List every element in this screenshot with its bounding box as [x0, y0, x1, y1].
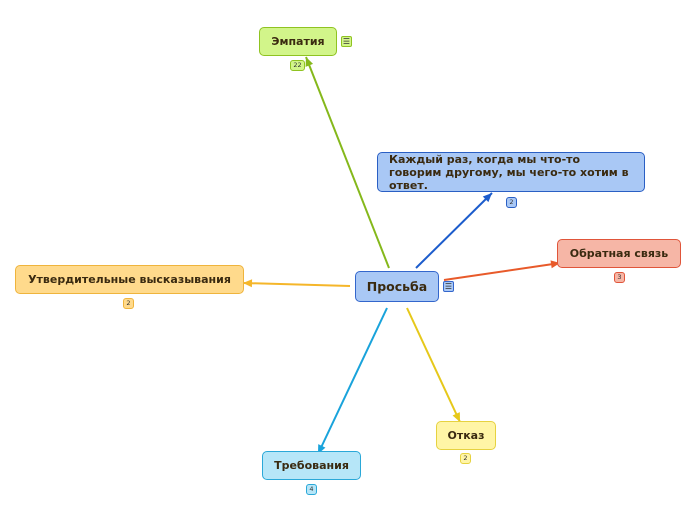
connector-refusal: [406, 307, 461, 423]
node-statement-count-badge[interactable]: 2: [506, 197, 517, 208]
arrowhead-feedback: [550, 260, 560, 269]
node-assertive-statements[interactable]: Утвердительные высказывания: [15, 265, 244, 294]
node-refusal-count-badge[interactable]: 2: [460, 453, 471, 464]
node-refusal[interactable]: Отказ: [436, 421, 496, 450]
node-feedback[interactable]: Обратная связь: [557, 239, 681, 268]
note-icon[interactable]: ☰: [341, 36, 352, 47]
node-empathy[interactable]: Эмпатия: [259, 27, 337, 56]
connector-empathy: [305, 56, 390, 269]
node-empathy-count-badge[interactable]: 22: [290, 60, 305, 71]
arrowhead-refusal: [452, 412, 460, 422]
connector-feedback: [443, 262, 561, 281]
node-demands[interactable]: Требования: [262, 451, 361, 480]
arrowhead-assertive: [243, 279, 253, 288]
node-assertive-statements-label: Утвердительные высказывания: [28, 273, 231, 286]
connector-statement: [415, 192, 493, 269]
node-assertive-statements-count-badge[interactable]: 2: [123, 298, 134, 309]
node-feedback-label: Обратная связь: [569, 247, 669, 260]
node-demands-count-badge[interactable]: 4: [306, 484, 317, 495]
note-icon[interactable]: ☰: [443, 281, 454, 292]
central-node-label: Просьба: [366, 279, 428, 294]
node-feedback-count-badge[interactable]: 3: [614, 272, 625, 283]
connector-assertive: [242, 282, 351, 287]
node-empathy-label: Эмпатия: [271, 35, 325, 48]
connector-demands: [317, 307, 388, 455]
arrowhead-empathy: [305, 57, 314, 67]
arrowhead-statement: [482, 193, 492, 203]
central-node-request[interactable]: Просьба: [355, 271, 439, 302]
node-statement[interactable]: Каждый раз, когда мы что-то говорим друг…: [377, 152, 645, 192]
node-demands-label: Требования: [274, 459, 349, 472]
node-refusal-label: Отказ: [447, 429, 485, 442]
node-statement-label: Каждый раз, когда мы что-то говорим друг…: [389, 152, 629, 192]
